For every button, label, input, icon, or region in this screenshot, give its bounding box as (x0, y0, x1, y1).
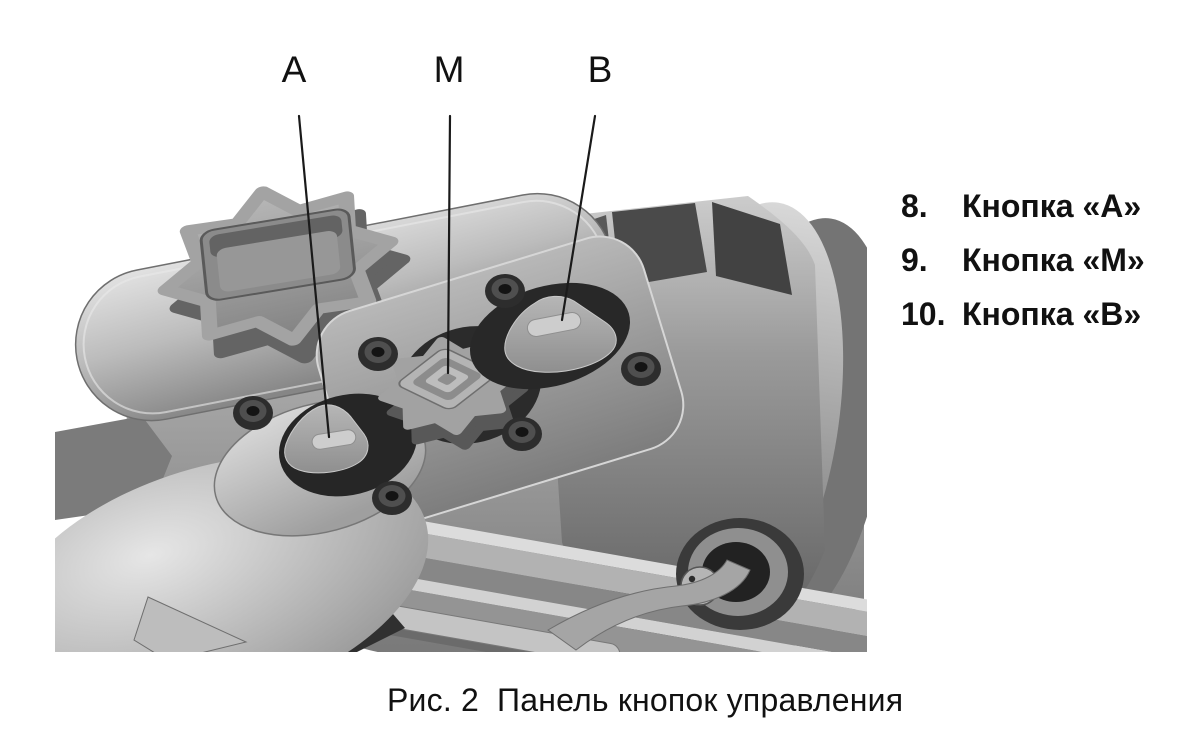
legend-label: Кнопка «В» (962, 296, 1142, 332)
barrel-facet (712, 202, 792, 295)
callout-line-a (297, 114, 331, 439)
screw (502, 417, 542, 451)
button-m-ridges (398, 348, 496, 410)
dome-fin (133, 596, 248, 652)
screw (233, 396, 273, 430)
figure-caption: Рис. 2 Панель кнопок управления (387, 682, 903, 719)
callout-line-m (446, 114, 452, 375)
figure-legend: 8. Кнопка «А» 9. Кнопка «М» 10. Кнопка «В» (901, 188, 1145, 350)
callout-lines (297, 114, 597, 439)
screw (485, 274, 525, 308)
legend-number: 9. (901, 242, 928, 278)
panel-screws (233, 274, 661, 515)
callout-label-b: B (587, 49, 613, 90)
battery-knob (157, 186, 411, 364)
legend-item-button-a: 8. Кнопка «А» (901, 188, 1145, 242)
figure-caption-text: Панель кнопок управления (497, 682, 904, 718)
screw (358, 337, 398, 371)
legend-number: 10. (901, 296, 946, 332)
callout-label-a: A (281, 49, 307, 90)
release-lever (547, 559, 751, 651)
legend-label: Кнопка «М» (962, 242, 1145, 278)
control-panel-buttons (213, 274, 661, 537)
legend-item-button-m: 9. Кнопка «М» (901, 242, 1145, 296)
legend-number: 8. (901, 188, 928, 224)
button-b-pill (526, 311, 582, 338)
legend-label: Кнопка «А» (962, 188, 1142, 224)
callout-line-b (560, 114, 597, 322)
button-b (504, 295, 617, 373)
legend-item-button-b: 10. Кнопка «В» (901, 296, 1145, 350)
screw (621, 352, 661, 386)
screw (372, 481, 412, 515)
button-a-pill (311, 429, 357, 450)
figure-caption-number: Рис. 2 (387, 682, 479, 718)
callout-label-m: M (433, 49, 465, 90)
